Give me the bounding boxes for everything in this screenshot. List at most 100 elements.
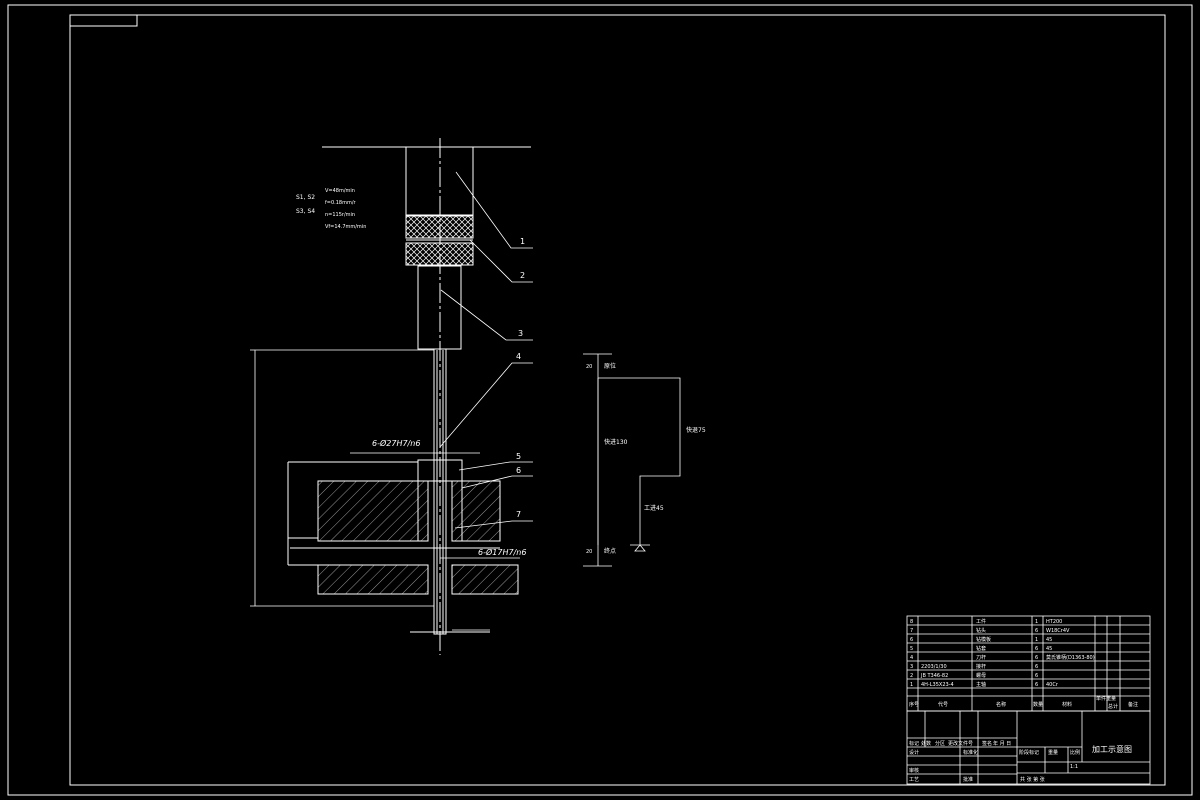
param-label-2: S3, S4	[296, 208, 315, 215]
bom-mat-8: HT200	[1046, 619, 1062, 625]
spindle-assembly	[322, 138, 531, 655]
callout-7: 7	[516, 510, 521, 519]
tb-sign: 签名	[982, 740, 992, 747]
tb-scale-label: 比例	[1070, 749, 1080, 756]
bom-hdr-material: 材料	[1062, 701, 1072, 708]
cycle-rapid-return: 快退75	[686, 426, 706, 434]
cycle-rapid-forward: 快进130	[604, 438, 628, 446]
bom-hdr-name: 名称	[996, 701, 1006, 708]
tb-process: 工艺	[909, 777, 919, 783]
drawing-title: 加工示意图	[1092, 744, 1132, 754]
bom-no-4: 4	[910, 655, 913, 661]
drill-rod	[433, 348, 447, 635]
bom-qty-5: 6	[1035, 646, 1038, 652]
title-block-text: 标记 处数 分区 更改文件号 签名 年 月 日 设计 审核 工艺 标准化 批准 …	[909, 740, 1080, 783]
bom-no-2: 2	[910, 673, 913, 679]
tb-approve: 批准	[963, 776, 973, 783]
bom-no-8: 8	[910, 619, 913, 625]
hole-dim-upper: 6-Ø27H7/n6	[372, 438, 420, 448]
bom-code-3: 2203/1/30	[921, 664, 947, 670]
tb-count: 处数	[921, 740, 931, 747]
param-line-4: Vf=14.7mm/min	[325, 224, 366, 230]
inner-border	[69, 14, 1166, 786]
tb-mark: 标记	[909, 740, 919, 747]
bom-mat-1: 40Cr	[1046, 682, 1059, 688]
callout-2: 2	[520, 271, 525, 280]
callout-6: 6	[516, 466, 521, 475]
callout-1: 1	[520, 237, 525, 246]
bom-qty-7: 6	[1035, 628, 1038, 634]
bom-code-2: JB T346-82	[920, 673, 948, 679]
cycle-start-label: 原位	[604, 362, 616, 370]
bom-code-1: 4H-L35X23-4	[921, 682, 954, 688]
cycle-work-feed: 工进45	[644, 504, 664, 512]
bom-qty-2: 6	[1035, 673, 1038, 679]
bom-no-3: 3	[910, 664, 913, 670]
work-cycle-diagram	[583, 353, 681, 567]
workpiece-left	[317, 564, 429, 595]
tb-zone: 分区	[935, 740, 945, 747]
param-line-1: V=48m/min	[325, 188, 355, 194]
bom-rows: 8 工件 1 HT200 7 钻头 6 W18Cr4V 6 钻模板 1 45 5…	[909, 618, 1138, 710]
param-line-2: f=0.18mm/r	[325, 200, 357, 206]
bom-hdr-total-weight: 总计	[1108, 703, 1118, 710]
bom-name-1: 主轴	[976, 681, 986, 688]
bom-no-1: 1	[910, 682, 913, 688]
bom-hdr-unit-weight: 单件重量	[1096, 695, 1116, 702]
nut-upper	[405, 215, 474, 239]
bom-qty-1: 6	[1035, 682, 1038, 688]
bom-name-5: 钻套	[976, 645, 986, 652]
cycle-end-label: 终点	[604, 547, 616, 555]
spindle	[405, 146, 474, 216]
callout-3: 3	[518, 329, 523, 338]
workpiece	[287, 459, 519, 595]
tb-stage: 阶段标记	[1019, 749, 1039, 756]
dimensions	[250, 349, 520, 631]
cycle-end-mark: 20	[586, 549, 592, 555]
bom-no-5: 5	[910, 646, 913, 652]
param-line-3: n=115r/min	[325, 212, 355, 218]
bom-no-6: 6	[910, 637, 913, 643]
tb-scale: 1:1	[1070, 764, 1078, 770]
bom-qty-8: 1	[1035, 619, 1038, 625]
bom-hdr-qty: 数量	[1033, 701, 1043, 708]
tb-date: 年 月 日	[993, 740, 1011, 747]
bom-mat-5: 45	[1046, 646, 1052, 652]
callout-5: 5	[516, 452, 521, 461]
param-label-1: S1, S2	[296, 194, 315, 201]
bom-no-7: 7	[910, 628, 913, 634]
bom-hdr-remark: 备注	[1128, 701, 1138, 708]
title-block	[906, 710, 1151, 785]
bom-qty-4: 6	[1035, 655, 1038, 661]
tb-design: 设计	[909, 749, 919, 756]
bom-name-4: 刀杆	[976, 654, 986, 661]
bom-name-7: 钻头	[976, 627, 986, 634]
bom-mat-7: W18Cr4V	[1046, 628, 1070, 634]
tb-weight: 重量	[1048, 749, 1058, 756]
drill-bushing	[417, 459, 463, 482]
tb-review: 审核	[909, 767, 919, 774]
cycle-start-mark: 20	[586, 364, 592, 370]
bom-name-8: 工件	[976, 618, 986, 625]
tb-change: 更改文件号	[948, 740, 973, 747]
bom-hdr-no: 序号	[909, 701, 919, 708]
hole-dim-lower: 6-Ø17H7/n6	[478, 547, 526, 557]
callout-leaders	[439, 171, 533, 529]
callout-4: 4	[516, 352, 521, 361]
bom-mat-4: 莫氏锥柄(D1363-80)	[1046, 654, 1095, 661]
bom-name-6: 钻模板	[976, 636, 991, 643]
bom-qty-6: 1	[1035, 637, 1038, 643]
tb-std: 标准化	[963, 749, 978, 756]
drill-plate-left	[317, 480, 419, 542]
bom-hdr-code: 代号	[938, 701, 948, 708]
tb-sheet: 共 张 第 张	[1020, 776, 1045, 783]
nut-lower	[405, 242, 474, 266]
workpiece-right	[451, 564, 519, 595]
bom-name-2: 螺母	[976, 672, 986, 679]
cutting-params: S1, S2 S3, S4 V=48m/min f=0.18mm/r n=115…	[296, 188, 366, 230]
corner-label-box	[69, 14, 138, 27]
bom-mat-6: 45	[1046, 637, 1052, 643]
bom-qty-3: 6	[1035, 664, 1038, 670]
outer-border	[7, 4, 1193, 796]
